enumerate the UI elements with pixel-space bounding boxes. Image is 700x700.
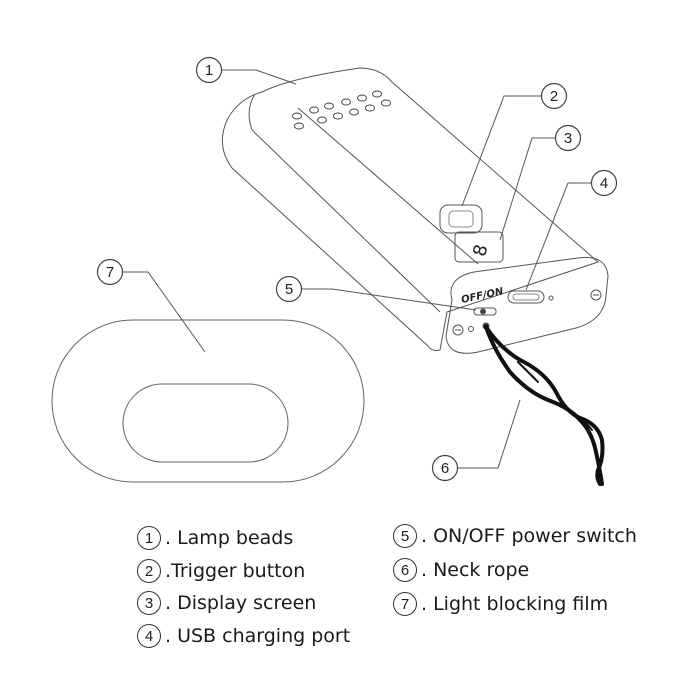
legend-item-trigger-button: 2 .Trigger button — [137, 557, 305, 585]
callout-5: 5 — [275, 275, 303, 303]
legend-item-display-screen: 3 . Display screen — [137, 589, 316, 617]
end-cap-hole — [468, 326, 474, 332]
legend-number: 3 — [137, 591, 161, 615]
callout-2: 2 — [540, 82, 568, 110]
film-outer-shape — [51, 319, 365, 483]
power-switch — [473, 307, 497, 316]
legend-number: 5 — [393, 524, 417, 548]
legend-number: 2 — [137, 559, 161, 583]
svg-text:1: 1 — [205, 62, 213, 79]
legend-item-lamp-beads: 1 . Lamp beads — [137, 524, 293, 552]
lamp-beads — [292, 90, 391, 130]
leader-line-2 — [461, 95, 542, 207]
leader-lines — [122, 69, 592, 469]
device-body-outline — [221, 67, 599, 351]
device-body-ridge — [297, 107, 479, 265]
legend-label: . ON/OFF power switch — [421, 525, 637, 547]
display-digit: 8 — [469, 242, 492, 258]
svg-text:6: 6 — [441, 460, 449, 477]
leader-line-7 — [122, 271, 206, 353]
leader-line-5 — [302, 288, 477, 311]
trigger-button — [439, 204, 483, 234]
end-cap-screw-left — [452, 324, 464, 336]
leader-line-1 — [222, 69, 297, 85]
legend-label: . Light blocking film — [421, 593, 609, 615]
svg-text:3: 3 — [564, 130, 572, 147]
leader-line-4 — [525, 182, 592, 291]
legend-label: .Trigger button — [165, 560, 306, 582]
end-cap-screw-right — [590, 289, 602, 301]
display-screen — [454, 231, 504, 263]
leader-line-6 — [458, 399, 521, 469]
legend-label: . Lamp beads — [165, 527, 294, 549]
legend-number: 6 — [393, 558, 417, 582]
indicator-dot — [548, 295, 554, 301]
legend-number: 1 — [137, 526, 161, 550]
svg-text:5: 5 — [285, 281, 293, 298]
legend-label: . Neck rope — [421, 559, 530, 581]
legend-item-neck-rope: 6 . Neck rope — [393, 556, 529, 584]
svg-text:7: 7 — [106, 264, 114, 281]
leader-line-3 — [499, 137, 556, 241]
usb-charging-port — [507, 290, 545, 304]
svg-text:4: 4 — [600, 175, 608, 192]
callout-1: 1 — [195, 56, 223, 84]
callout-3: 3 — [554, 124, 582, 152]
flashlight-device — [221, 67, 609, 354]
legend-number: 7 — [393, 592, 417, 616]
callout-7: 7 — [96, 258, 124, 286]
device-end-cap — [445, 256, 609, 354]
legend-item-power-switch: 5 . ON/OFF power switch — [393, 522, 637, 550]
film-inner-window — [122, 383, 289, 463]
legend-item-usb-charging-port: 4 . USB charging port — [137, 622, 350, 650]
light-blocking-film — [51, 319, 365, 483]
legend-item-light-blocking-film: 7 . Light blocking film — [393, 590, 608, 618]
device-body-ridge-2 — [248, 93, 441, 313]
legend-label: . Display screen — [165, 592, 317, 614]
svg-text:2: 2 — [550, 88, 558, 105]
legend-label: . USB charging port — [165, 625, 351, 647]
power-switch-label: OFF/ON — [460, 286, 505, 306]
callout-6: 6 — [431, 454, 459, 482]
neck-rope — [484, 325, 605, 486]
legend-number: 4 — [137, 624, 161, 648]
callout-4: 4 — [590, 169, 618, 197]
